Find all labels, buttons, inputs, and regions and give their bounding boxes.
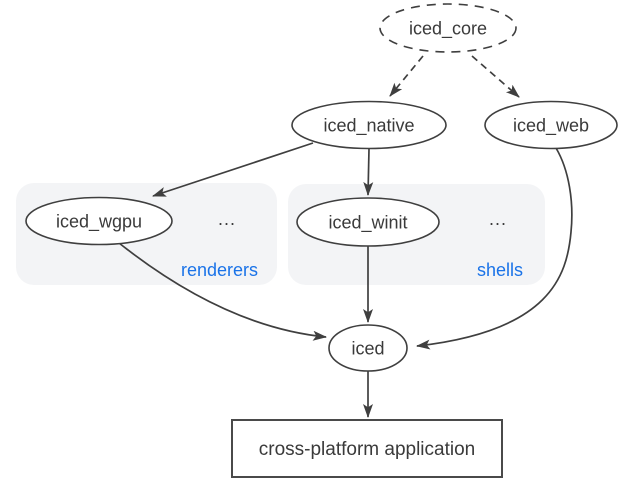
node-iced-native: iced_native	[291, 100, 447, 150]
node-cross-platform-application: cross-platform application	[231, 419, 503, 478]
edge-iced-native-to-iced-winit	[363, 148, 374, 196]
iced-native-label: iced_native	[323, 116, 414, 137]
iced-wgpu-label: iced_wgpu	[56, 212, 142, 233]
node-iced: iced	[328, 324, 408, 372]
iced-winit-ellipse	[296, 197, 440, 247]
iced-core-ellipse	[379, 3, 517, 53]
iced-core-label: iced_core	[409, 19, 487, 40]
application-label: cross-platform application	[259, 439, 475, 460]
node-iced-winit: iced_winit	[296, 197, 440, 247]
iced-wgpu-ellipse	[25, 196, 173, 246]
edge-iced-web-to-iced	[416, 147, 573, 350]
iced-label: iced	[351, 339, 384, 359]
node-iced-web: iced_web	[484, 100, 618, 150]
renderers-group-label: renderers	[181, 260, 258, 280]
iced-native-ellipse	[291, 100, 447, 150]
node-iced-wgpu: iced_wgpu	[25, 196, 173, 246]
edge-iced-core-to-iced-web	[471, 55, 520, 98]
renderers-ellipsis: ...	[218, 209, 236, 229]
shells-ellipsis: ...	[489, 209, 507, 229]
iced-ellipse	[328, 324, 408, 372]
edge-iced-core-to-iced-native	[389, 55, 424, 97]
application-rectangle	[231, 419, 503, 478]
edge-iced-native-to-iced-wgpu	[152, 142, 314, 197]
iced-web-label: iced_web	[513, 116, 589, 137]
iced-winit-label: iced_winit	[328, 213, 407, 234]
node-iced-core: iced_core	[379, 3, 517, 53]
edge-iced-wgpu-to-iced	[118, 242, 327, 341]
shells-group-label: shells	[477, 260, 523, 280]
iced-web-ellipse	[484, 100, 618, 150]
